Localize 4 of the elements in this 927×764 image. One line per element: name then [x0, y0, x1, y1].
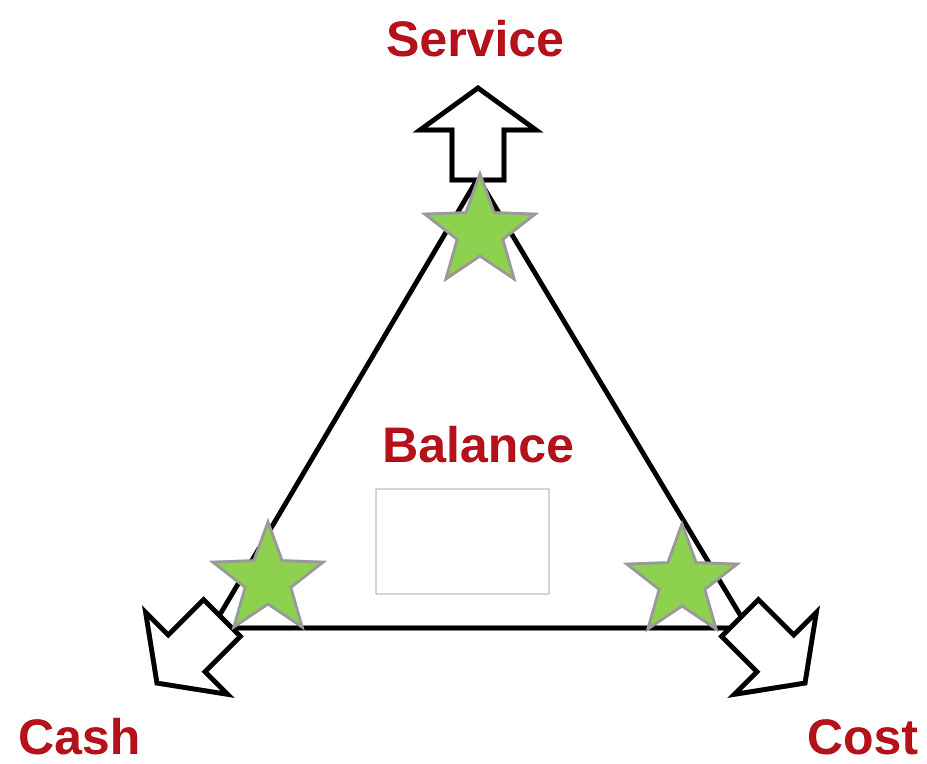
vertex-label: Cash [18, 712, 140, 762]
vertex-label: Balance [382, 420, 574, 470]
vertex-label: Cost [806, 712, 918, 762]
vertex-label: Service [386, 14, 564, 64]
